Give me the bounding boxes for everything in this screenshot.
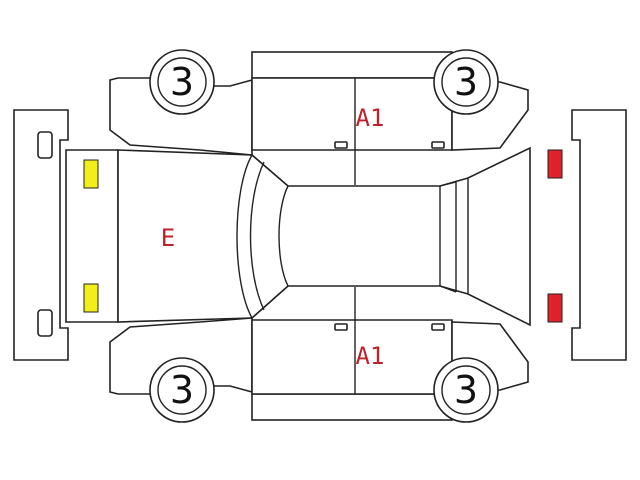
tire-rear-left-rating: 3 (454, 60, 478, 104)
tire-front-left: 3 (149, 49, 215, 115)
tire-rear-right-rating: 3 (454, 368, 478, 412)
headlight-right-marker (83, 283, 99, 313)
car-body (65, 146, 531, 327)
tire-rear-right: 3 (433, 357, 499, 423)
right-side-panel (109, 287, 529, 421)
left-doors-damage-code: A1 (356, 104, 385, 132)
taillight-right-marker (547, 293, 563, 323)
hood-damage-code: E (161, 224, 175, 252)
tire-front-right-rating: 3 (170, 368, 194, 412)
tire-rear-left: 3 (433, 49, 499, 115)
tire-front-left-rating: 3 (170, 60, 194, 104)
taillight-left-marker (547, 149, 563, 179)
right-doors-damage-code: A1 (356, 342, 385, 370)
tire-front-right: 3 (149, 357, 215, 423)
headlight-left-marker (83, 159, 99, 189)
front-bumper (13, 109, 69, 361)
rear-bumper (571, 109, 627, 361)
